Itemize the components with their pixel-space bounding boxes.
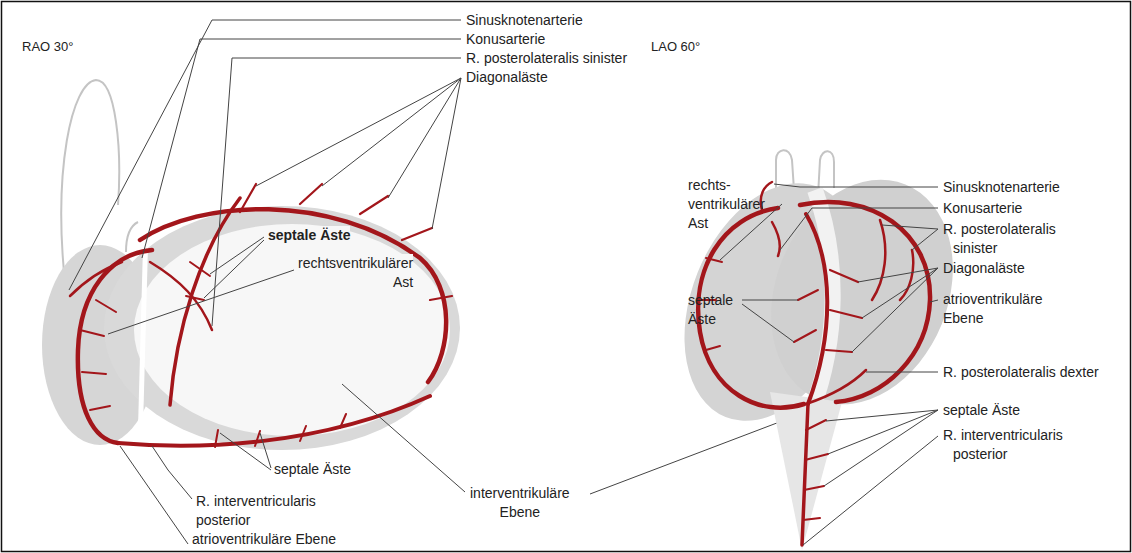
rao-heart-shading xyxy=(42,80,460,450)
leader-line xyxy=(342,384,465,492)
left-anterior-descending xyxy=(806,214,827,404)
artery-label: R. posterolateralis dexter xyxy=(943,363,1103,382)
septal-branches xyxy=(803,420,828,520)
artery-label: septale Äste xyxy=(274,460,351,479)
leader-line xyxy=(930,300,938,302)
lao-heart-shading xyxy=(651,150,985,550)
septal-branches-upper xyxy=(794,290,818,342)
artery-label: septale Äste xyxy=(268,226,350,245)
leader-line xyxy=(108,270,294,334)
artery-label: rechts- ventrikulärer Ast xyxy=(688,176,765,233)
leader-line xyxy=(774,184,938,187)
artery-label: R. interventricularis posterior xyxy=(943,426,1103,464)
posterolateral-branch xyxy=(150,262,212,330)
artery-label: Diagonaläste xyxy=(466,68,548,87)
rao-arteries xyxy=(70,184,452,447)
leader-line xyxy=(742,300,798,342)
artery-label: Sinusknotenarterie xyxy=(466,11,583,30)
leader-line xyxy=(204,237,264,298)
artery-label: rechtsventrikulärer Ast xyxy=(298,254,413,292)
rao-leader-lines xyxy=(69,20,790,544)
leader-line xyxy=(866,372,938,373)
apex-shadow xyxy=(770,392,842,550)
left-anterior-descending xyxy=(140,209,446,382)
lao-leader-lines xyxy=(720,184,938,545)
artery-label: Konusarterie xyxy=(943,199,1022,218)
leader-line xyxy=(720,204,782,260)
artery-label: R. posterolateralis sinister xyxy=(943,220,1103,258)
leader-line xyxy=(142,39,461,258)
leader-line xyxy=(256,78,461,229)
leader-line xyxy=(69,20,461,290)
diagonal-branches xyxy=(240,184,452,300)
view-title: LAO 60° xyxy=(651,37,700,56)
plane-label: atrioventrikuläre Ebene xyxy=(192,530,336,549)
leader-line xyxy=(590,418,790,494)
sinus-node-artery xyxy=(70,262,122,296)
view-title: RAO 30° xyxy=(22,37,73,56)
leader-line xyxy=(824,410,938,486)
leader-line xyxy=(220,433,271,470)
posterolateral-dexter xyxy=(806,370,866,404)
conus-artery xyxy=(772,222,780,256)
leader-line xyxy=(120,446,188,544)
artery-label: septale Äste xyxy=(943,401,1020,420)
artery-label: R. interventricularis posterior xyxy=(196,492,346,530)
septal-branches-upper xyxy=(186,262,210,300)
septal-branches xyxy=(215,414,346,447)
posterior-descending xyxy=(802,404,808,545)
leader-line xyxy=(152,446,192,499)
lao-arteries xyxy=(698,182,930,545)
interventricular-plane xyxy=(140,228,146,446)
vessel-outline xyxy=(126,222,138,252)
plane-label: interventrikuläre Ebene xyxy=(470,484,570,522)
artery-label: septale Äste xyxy=(688,291,733,329)
plane-label: atrioventrikuläre Ebene xyxy=(943,290,1043,328)
leader-line xyxy=(882,225,938,250)
artery-label: Konusarterie xyxy=(466,30,545,49)
ventricle-shadow xyxy=(104,206,460,450)
leader-line xyxy=(780,208,938,250)
leader-line xyxy=(803,436,938,545)
rv-branches xyxy=(80,300,116,410)
artery-label: R. posterolateralis sinister xyxy=(466,49,627,68)
diagonal-branches xyxy=(826,270,862,352)
artery-label: Diagonaläste xyxy=(943,259,1025,278)
leader-line xyxy=(852,268,938,352)
artery-label: Sinusknotenarterie xyxy=(943,178,1060,197)
circumflex xyxy=(170,198,240,405)
